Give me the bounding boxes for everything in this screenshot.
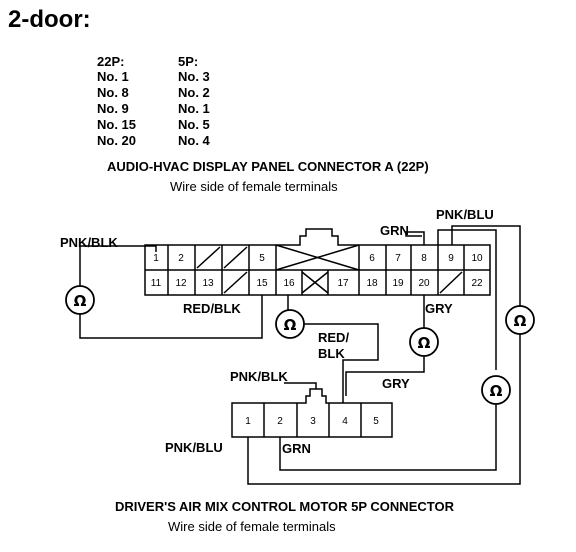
connector-a-title: AUDIO-HVAC DISPLAY PANEL CONNECTOR A (22… [107,159,429,174]
wire-label-pnk-blu-lower: PNK/BLU [165,440,223,455]
wire-label-grn: GRN [380,223,409,238]
connector-a-pin: 10 [471,253,483,264]
connector-a-pin: 5 [259,253,265,264]
connector-a-pin: 20 [418,278,430,289]
ohm-symbol: Ω [74,292,87,310]
motor-connector-pin: 5 [373,416,379,427]
connector-a-pin: 22 [471,278,483,289]
connector-a-pin: 19 [392,278,404,289]
wire-label-pnk-blu: PNK/BLU [436,207,494,222]
motor-connector-title: DRIVER'S AIR MIX CONTROL MOTOR 5P CONNEC… [115,499,454,514]
ohmmeter-icon [65,285,95,315]
connector-a-pin: 12 [175,278,187,289]
connector-a-pin: 15 [256,278,268,289]
empty-cavity-mark [439,271,463,294]
connector-a-pin: 16 [283,278,295,289]
wire-label-red-blk: RED/BLK [183,301,241,316]
motor-connector-pin: 2 [277,416,283,427]
empty-cavity-mark [223,246,248,269]
empty-cavity-mark [223,271,248,294]
ohm-symbol: Ω [418,334,431,352]
pin-table-cell: No. 3 [178,69,210,84]
pin-table-cell: No. 2 [178,85,210,100]
motor-connector-pin: 1 [245,416,251,427]
wire-label-red-blk-mid: BLK [318,346,345,361]
pin-table-cell: No. 1 [97,69,129,84]
ohmmeter-icon [409,327,439,357]
ohm-symbol: Ω [490,382,503,400]
page-title: 2-door: [8,6,91,33]
ohm-symbol: Ω [514,312,527,330]
pin-table-cell: No. 8 [97,85,129,100]
pin-table-cell: No. 9 [97,101,129,116]
connector-a-pin: 7 [395,253,401,264]
connector-a-pin: 9 [448,253,454,264]
motor-connector-pin: 4 [342,416,348,427]
connector-a-pin: 6 [369,253,375,264]
pin-table-cell: No. 1 [178,101,210,116]
pin-table-col1-header: 22P: [97,54,125,69]
connector-a-housing [144,228,491,296]
connector-a-pin: 17 [337,278,349,289]
ohmmeter-icon [505,305,535,335]
pin-table-cell: No. 15 [97,117,137,132]
ohmmeter-icon [481,375,511,405]
pin-table-cell: No. 5 [178,117,210,132]
connector-a-pin: 18 [366,278,378,289]
connector-a-pin: 2 [178,253,184,264]
pin-table-cell: No. 4 [178,133,210,148]
connector-a-pin: 11 [151,278,162,289]
motor-connector-housing [231,388,393,438]
wire-label-grn-lower: GRN [282,441,311,456]
connector-a-pin: 1 [153,253,159,264]
wire-label-gry: GRY [425,301,453,316]
motor-connector-pin: 3 [310,416,316,427]
wire-label-pnk-blk-lower: PNK/BLK [230,369,288,384]
motor-connector-subtitle: Wire side of female terminals [168,519,336,534]
pin-table-col2-header: 5P: [178,54,199,69]
wire-label-red-blk-mid: RED/ [318,330,350,345]
connector-a-pin: 8 [421,253,427,264]
connector-a-subtitle: Wire side of female terminals [170,179,338,194]
ohm-symbol: Ω [284,316,297,334]
ohmmeter-icon [275,309,305,339]
connector-a-pin: 13 [202,278,214,289]
empty-cavity-mark [196,246,221,269]
wire-label-gry-lower: GRY [382,376,410,391]
pin-table-cell: No. 20 [97,133,137,148]
